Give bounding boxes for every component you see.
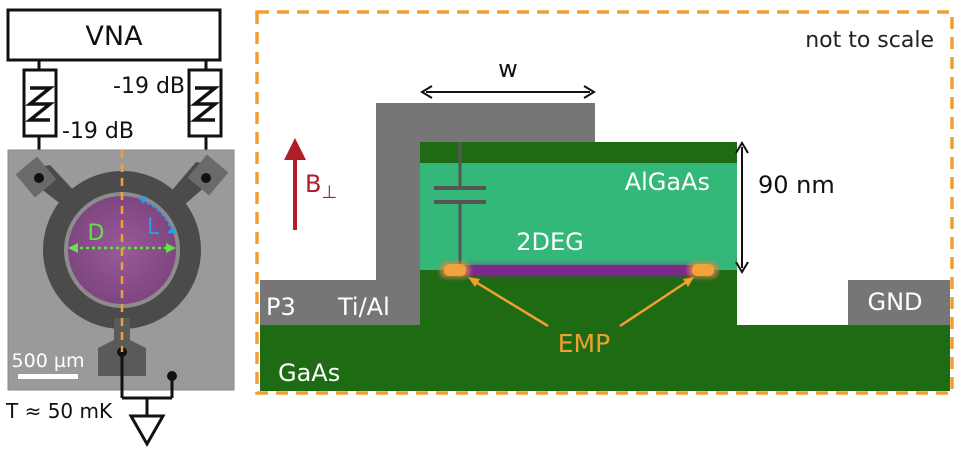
cap-layer [420,142,737,163]
gnd-contact [848,280,950,325]
vna-box [6,8,222,62]
thickness-marker [735,141,749,274]
emp-arrows [468,277,694,328]
twodeg-label: 2DEG [516,228,584,256]
width-marker [420,85,596,99]
diameter-marker [68,243,176,253]
attenuation-label-right: -19 dB [113,74,185,99]
scalebar-label: 500 µm [12,350,85,372]
field-subscript: ⊥ [321,182,337,203]
ground-icon [128,414,166,448]
gnd-label: GND [867,288,922,316]
diameter-label: D [88,221,105,246]
algaas-layer [420,162,737,270]
measurement-setup: VNA -19 dB -19 dB [5,8,235,448]
not-to-scale-frame [255,10,954,395]
field-label: B⊥ [305,170,337,203]
arc-length-marker [138,196,176,234]
emp-label: EMP [558,329,610,358]
algaas-label: AlGaAs [625,168,710,196]
sample-micrograph: D L 500 µm [7,149,235,391]
vna-label: VNA [85,21,143,52]
arc-length-label: L [147,215,160,240]
cross-section: not to scale [255,10,954,395]
ti-al-gate [260,103,595,325]
scale-note: not to scale [805,28,934,53]
attenuator-right [187,68,223,138]
attenuator-left [22,68,58,138]
field-arrow-icon [284,138,306,230]
thickness-label: 90 nm [758,171,835,199]
scalebar [18,374,78,379]
emp-spot-right [692,264,714,276]
gaas-substrate [260,325,950,391]
ground-connection [120,352,177,416]
twodeg-channel-core [446,265,712,275]
attenuation-label-left: -19 dB [62,119,134,144]
gaas-label: GaAs [278,359,340,387]
width-label: w [498,55,518,83]
emp-spot-left [444,264,466,276]
ti-al-label: Ti/Al [337,293,390,321]
p3-label: P3 [266,293,296,321]
capacitor-icon [434,142,486,264]
temperature-label: T ≈ 50 mK [5,399,113,423]
